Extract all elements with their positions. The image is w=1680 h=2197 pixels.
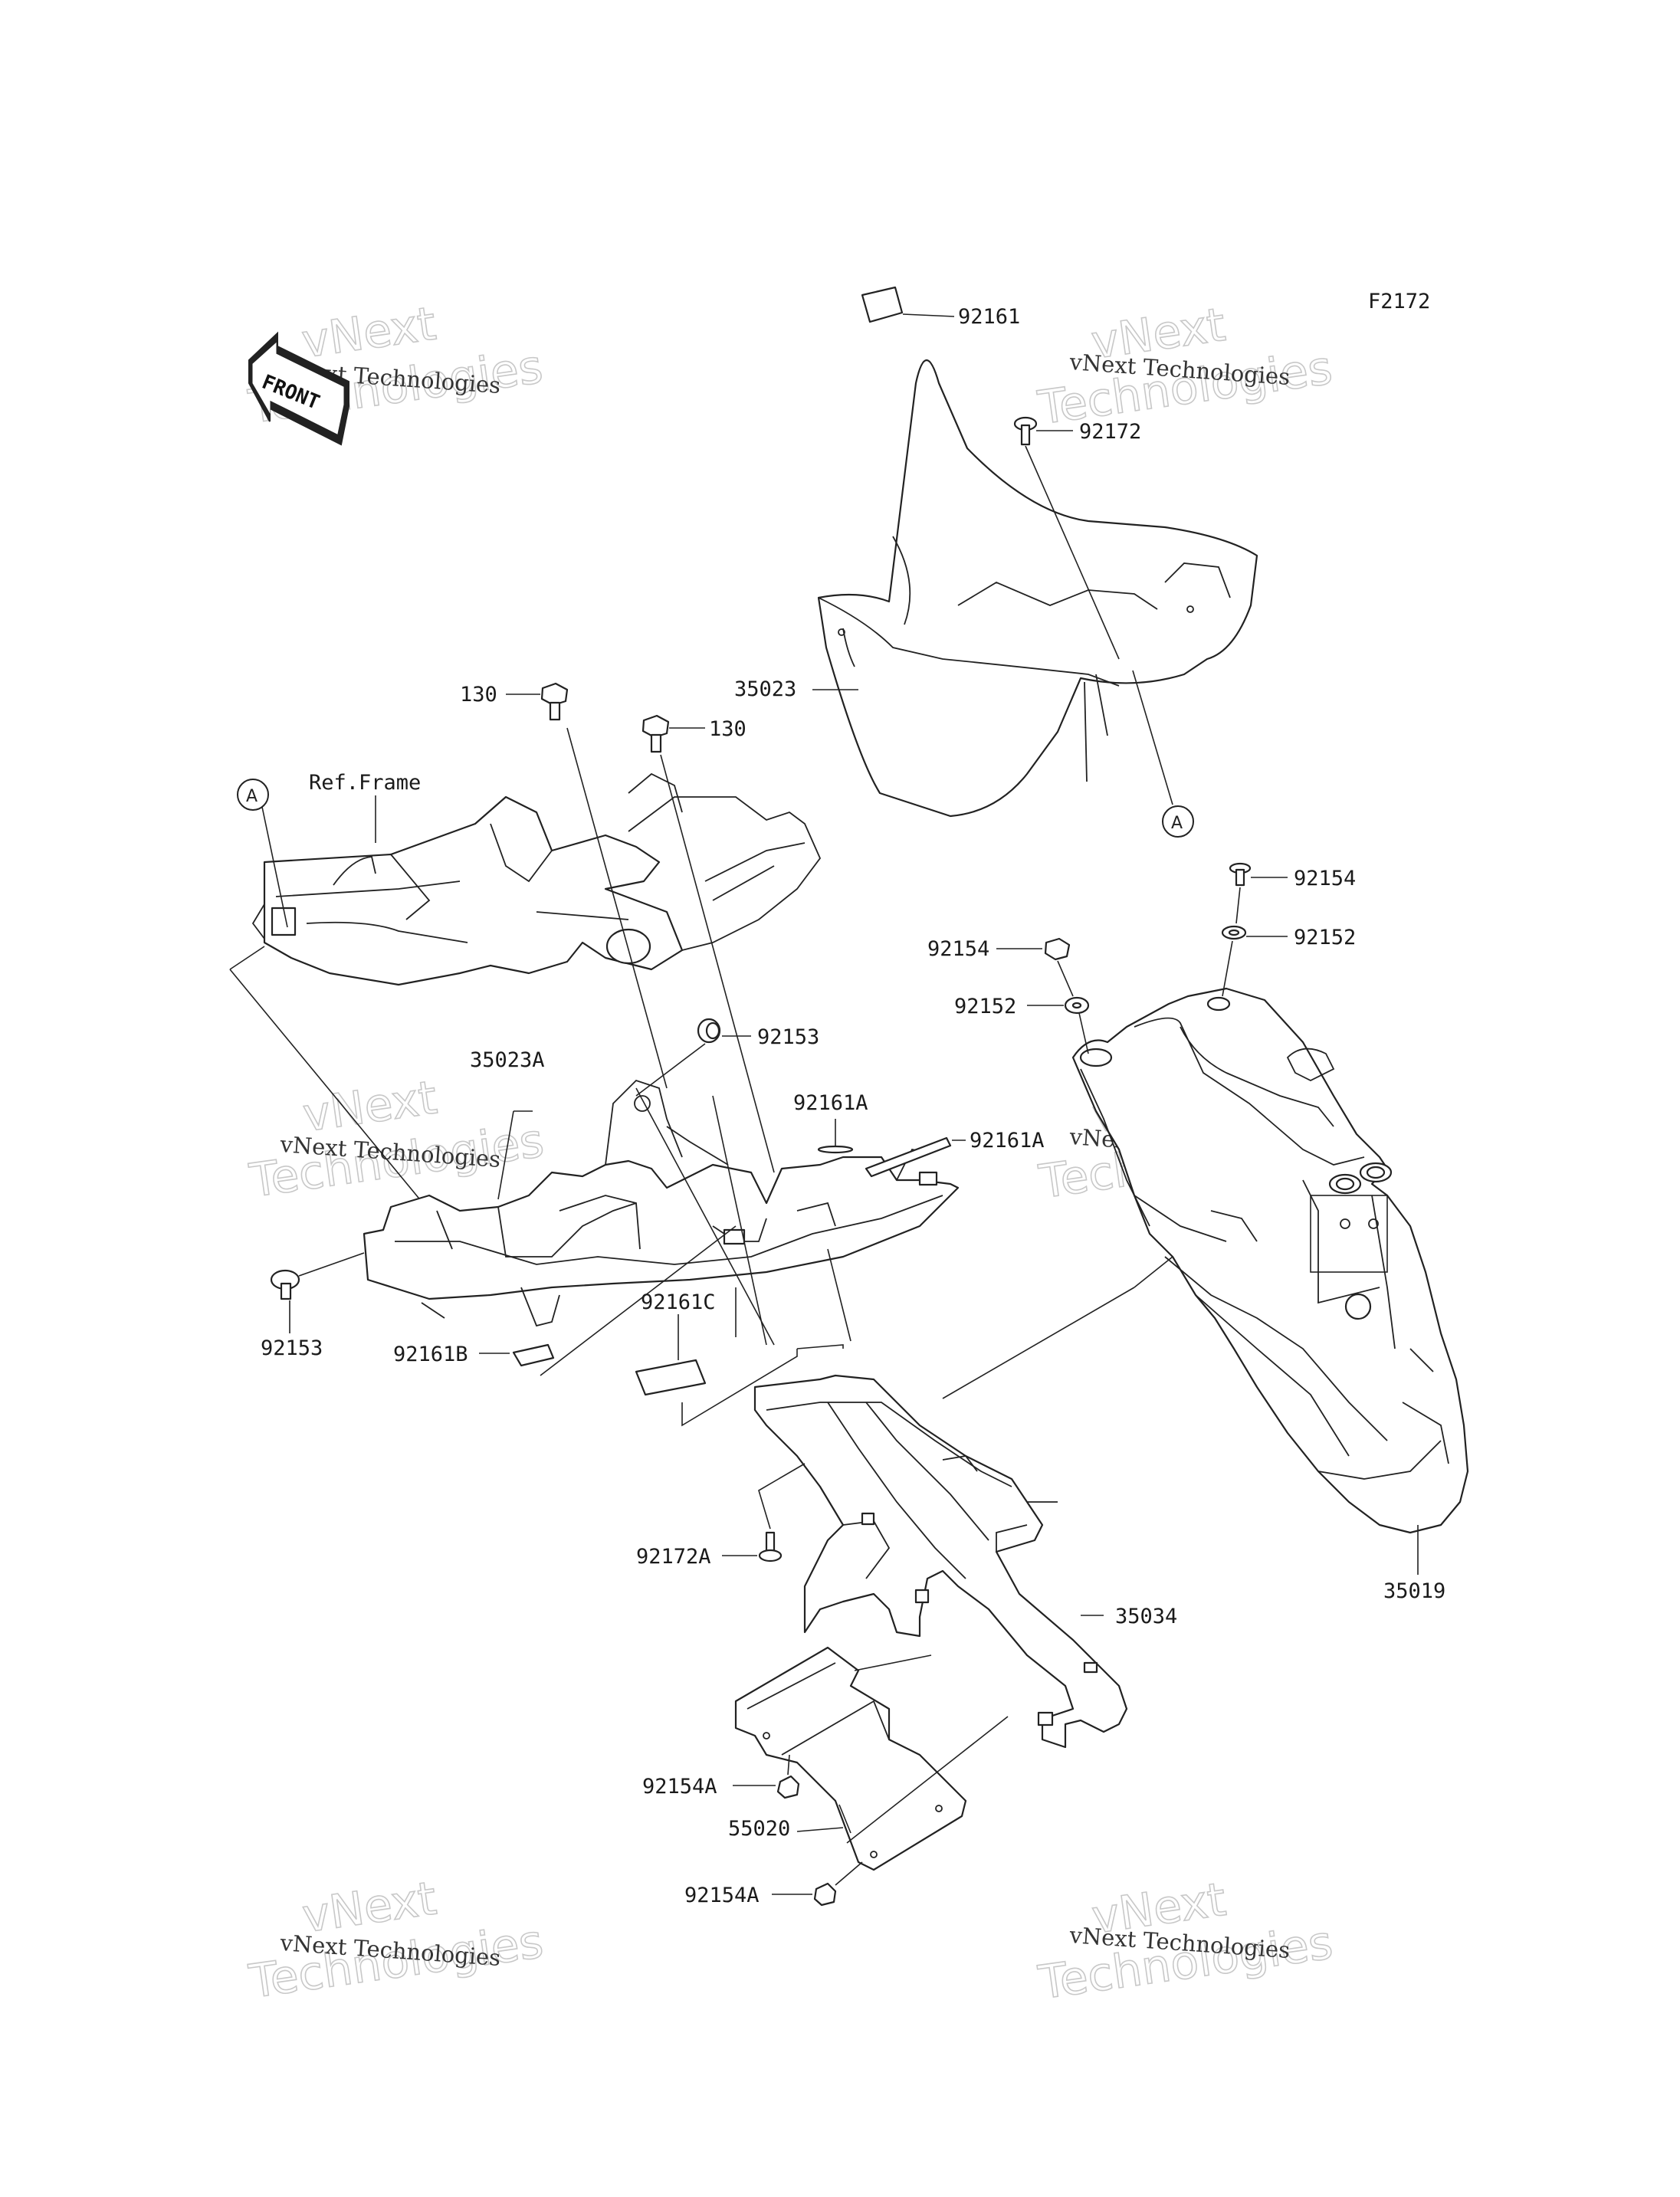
pad-92161C [635,1314,707,1396]
bolt-130-right [641,714,775,1173]
label-92154-right: 92154 [1294,867,1356,890]
svg-text:A: A [246,787,258,806]
label-92161C: 92161C [641,1290,716,1314]
figure-code: F2172 [1368,290,1430,313]
label-ref-frame: Ref.Frame [309,771,421,795]
seat-cover-35023 [817,359,1258,818]
washer-92152-right [1221,925,1288,997]
rear-frame [251,772,822,986]
bolt-92154-mid [996,937,1074,997]
label-92161A-a: 92161A [793,1091,868,1115]
bolt-92172 [1013,416,1120,660]
bolt-130-left [506,682,668,1089]
bolt-92172A [722,1463,806,1562]
front-arrow-icon: FRONT [248,331,349,446]
label-92161B: 92161B [393,1343,468,1366]
label-92153-left: 92153 [261,1336,323,1360]
label-92154A-a: 92154A [642,1775,717,1799]
label-35023: 35023 [734,677,796,701]
label-35023A: 35023A [470,1048,545,1072]
circle-ref-a-left: A [237,779,288,928]
label-92161A-b: 92161A [970,1129,1045,1153]
strip-92161A-b [865,1136,966,1178]
label-92152-mid: 92152 [954,995,1016,1018]
label-92152-right: 92152 [1294,926,1356,949]
label-92172A: 92172A [636,1545,711,1569]
strip-92161A-a [817,1119,854,1154]
label-92154-mid: 92154 [927,937,989,961]
plate-55020 [734,1646,1009,1871]
label-130-left: 130 [460,683,497,707]
washer-92152-mid [1027,996,1090,1054]
label-35034: 35034 [1115,1605,1177,1628]
bolt-92154-right [1229,862,1288,924]
bracket-35034 [753,1374,1128,1749]
label-55020: 55020 [728,1817,790,1841]
tray-35023A [363,1079,960,1327]
grommet-92153-top [635,1018,751,1097]
circle-ref-a-right: A [1132,670,1194,838]
pad-92161 [861,286,955,323]
label-130-right: 130 [709,717,746,741]
grommet-92153-left [270,1252,365,1333]
label-92153-top: 92153 [757,1025,819,1049]
label-35019: 35019 [1383,1579,1445,1603]
label-92172: 92172 [1079,420,1141,444]
rear-fender-35019 [1071,987,1469,1575]
label-92161: 92161 [958,305,1020,329]
pad-92161B [479,1343,555,1367]
bolt-92154A-a [733,1754,800,1799]
svg-text:A: A [1171,814,1183,833]
label-92154A-b: 92154A [684,1884,760,1907]
bolt-92154A-b [772,1861,863,1907]
